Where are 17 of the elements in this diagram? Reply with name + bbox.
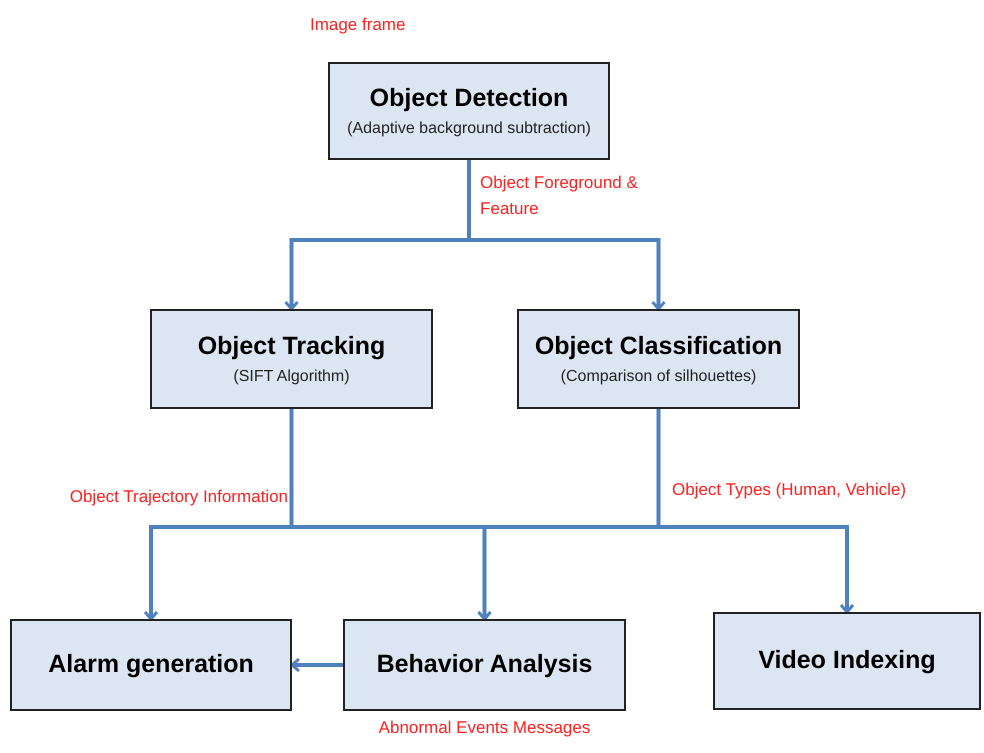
process-box [150, 309, 433, 409]
box-title: Alarm generation [48, 649, 254, 680]
box-title: Behavior Analysis [376, 649, 592, 680]
box-title: Object Tracking [198, 331, 386, 362]
process-box [10, 619, 292, 711]
box-subtitle: (SIFT Algorithm) [233, 366, 350, 387]
process-box [328, 62, 610, 160]
box-title: Object Classification [534, 331, 782, 362]
box-subtitle: (Comparison of silhouettes) [560, 366, 756, 387]
input-label: Image frame [310, 14, 406, 36]
box-caption: Abnormal Events Messages [378, 717, 592, 739]
box-title: Object Detection [370, 83, 568, 114]
box-subtitle: (Adaptive background subtraction) [347, 118, 591, 139]
process-box [517, 309, 800, 409]
box-title: Video Indexing [758, 645, 936, 676]
process-box [713, 612, 981, 710]
arrow [290, 658, 343, 672]
